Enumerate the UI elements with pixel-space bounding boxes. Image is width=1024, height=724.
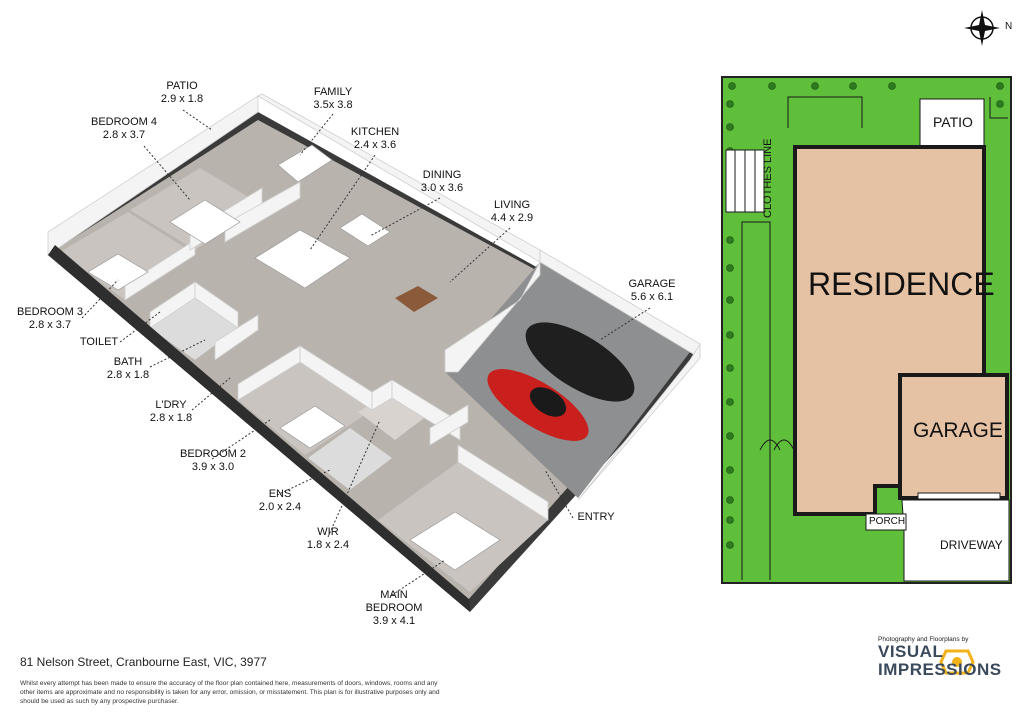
dining-table bbox=[339, 213, 391, 247]
site-patio bbox=[919, 98, 985, 147]
bed-bedroom3 bbox=[87, 253, 149, 291]
room-label-entry: ENTRY bbox=[577, 511, 615, 523]
sofa-family bbox=[277, 144, 333, 183]
site-porch bbox=[865, 513, 907, 531]
kitchen-island bbox=[254, 229, 351, 289]
room-label-main-bedroom: MAIN BEDROOM 3.9 x 4.1 bbox=[365, 589, 423, 627]
car-red-roof bbox=[529, 387, 567, 417]
property-address: 81 Nelson Street, Cranbourne East, VIC, … bbox=[20, 655, 267, 669]
ens-floor bbox=[308, 428, 392, 490]
bedroom2-floor bbox=[238, 362, 372, 455]
floor-surface bbox=[55, 120, 688, 600]
bed-mainbed bbox=[409, 511, 501, 571]
disclaimer-text: Whilst every attempt has been made to en… bbox=[20, 680, 440, 705]
brand-credit: Photography and Floorplans by bbox=[878, 636, 969, 643]
site-garage bbox=[898, 373, 1009, 500]
compass-rose bbox=[964, 10, 1000, 46]
car-black bbox=[525, 322, 635, 402]
site-clothes-line-label: CLOTHES LINE bbox=[762, 138, 774, 218]
brand-name-line2: IMPRESSIONS bbox=[878, 660, 1002, 679]
room-label-toilet: TOILET bbox=[79, 336, 119, 348]
site-patio-label: PATIO bbox=[933, 114, 973, 130]
brand-name-line1: VISUAL bbox=[878, 642, 944, 661]
camera-aperture-icon bbox=[939, 649, 975, 675]
site-porch-label: PORCH bbox=[869, 516, 906, 527]
bed-bedroom4 bbox=[169, 199, 241, 245]
site-garage-door bbox=[917, 492, 1001, 500]
bed-bedroom2 bbox=[279, 405, 346, 449]
coffee-table bbox=[395, 286, 438, 312]
site-garage-label: GARAGE bbox=[913, 419, 1003, 442]
north-label: N bbox=[1005, 21, 1013, 32]
exterior-wall-front bbox=[48, 245, 470, 612]
brand-logo: Photography and Floorplans by VISUAL IMP… bbox=[878, 636, 1008, 679]
bedroom3-floor bbox=[60, 212, 192, 300]
site-driveway-label: DRIVEWAY bbox=[940, 538, 1003, 552]
site-residence-label: RESIDENCE bbox=[808, 266, 995, 302]
